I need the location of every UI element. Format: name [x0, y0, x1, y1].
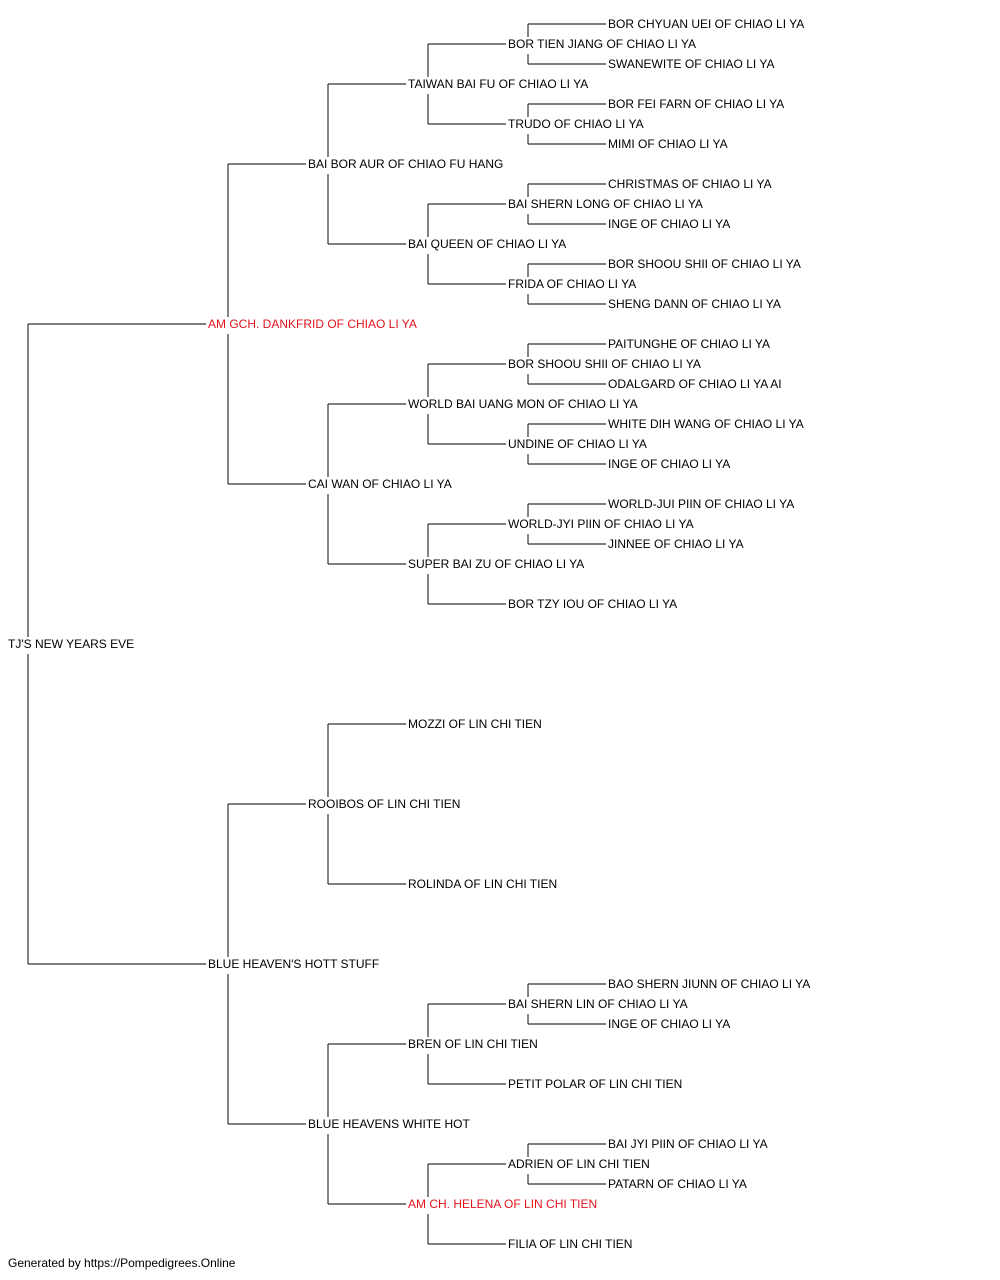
dog-name: CAI WAN OF CHIAO LI YA [308, 477, 452, 491]
dog-name: ROOIBOS OF LIN CHI TIEN [308, 797, 460, 811]
dog-name: ODALGARD OF CHIAO LI YA AI [608, 377, 782, 391]
dog-name: BAI BOR AUR OF CHIAO FU HANG [308, 157, 503, 171]
dog-name: MOZZI OF LIN CHI TIEN [408, 717, 542, 731]
dog-name: BREN OF LIN CHI TIEN [408, 1037, 538, 1051]
footer-credit: Generated by https://Pompedigrees.Online [8, 1256, 236, 1270]
dog-name: SWANEWITE OF CHIAO LI YA [608, 57, 774, 71]
dog-name: WHITE DIH WANG OF CHIAO LI YA [608, 417, 804, 431]
dog-name: ROLINDA OF LIN CHI TIEN [408, 877, 557, 891]
dog-name: BAI JYI PIIN OF CHIAO LI YA [608, 1137, 768, 1151]
dog-name: PETIT POLAR OF LIN CHI TIEN [508, 1077, 682, 1091]
dog-name: TRUDO OF CHIAO LI YA [508, 117, 644, 131]
dog-name: BOR FEI FARN OF CHIAO LI YA [608, 97, 784, 111]
dog-name: AM GCH. DANKFRID OF CHIAO LI YA [208, 317, 417, 331]
dog-name: INGE OF CHIAO LI YA [608, 1017, 730, 1031]
dog-name: WORLD-JUI PIIN OF CHIAO LI YA [608, 497, 794, 511]
dog-name: BAI SHERN LONG OF CHIAO LI YA [508, 197, 703, 211]
dog-name: BOR SHOOU SHII OF CHIAO LI YA [508, 357, 701, 371]
dog-names: TJ'S NEW YEARS EVE AM GCH. DANKFRID OF CH… [8, 17, 810, 1251]
dog-name: FILIA OF LIN CHI TIEN [508, 1237, 632, 1251]
dog-name: FRIDA OF CHIAO LI YA [508, 277, 636, 291]
dog-name: BAI QUEEN OF CHIAO LI YA [408, 237, 566, 251]
dog-name: MIMI OF CHIAO LI YA [608, 137, 728, 151]
dog-name: INGE OF CHIAO LI YA [608, 457, 730, 471]
dog-name: PATARN OF CHIAO LI YA [608, 1177, 747, 1191]
dog-name: BLUE HEAVEN'S HOTT STUFF [208, 957, 379, 971]
dog-name: BOR SHOOU SHII OF CHIAO LI YA [608, 257, 801, 271]
dog-name: WORLD-JYI PIIN OF CHIAO LI YA [508, 517, 694, 531]
dog-name: TJ'S NEW YEARS EVE [8, 637, 134, 651]
dog-name: SUPER BAI ZU OF CHIAO LI YA [408, 557, 584, 571]
dog-name: BOR TZY IOU OF CHIAO LI YA [508, 597, 677, 611]
dog-name: AM CH. HELENA OF LIN CHI TIEN [408, 1197, 597, 1211]
dog-name: SHENG DANN OF CHIAO LI YA [608, 297, 781, 311]
dog-name: BAO SHERN JIUNN OF CHIAO LI YA [608, 977, 810, 991]
dog-name: BAI SHERN LIN OF CHIAO LI YA [508, 997, 688, 1011]
dog-name: JINNEE OF CHIAO LI YA [608, 537, 744, 551]
connector-lines [27, 23, 606, 1245]
dog-name: TAIWAN BAI FU OF CHIAO LI YA [408, 77, 588, 91]
dog-name: ADRIEN OF LIN CHI TIEN [508, 1157, 650, 1171]
dog-name: PAITUNGHE OF CHIAO LI YA [608, 337, 770, 351]
dog-name: BOR TIEN JIANG OF CHIAO LI YA [508, 37, 696, 51]
dog-name: INGE OF CHIAO LI YA [608, 217, 730, 231]
dog-name: BLUE HEAVENS WHITE HOT [308, 1117, 470, 1131]
dog-name: BOR CHYUAN UEI OF CHIAO LI YA [608, 17, 804, 31]
dog-name: WORLD BAI UANG MON OF CHIAO LI YA [408, 397, 638, 411]
dog-name: UNDINE OF CHIAO LI YA [508, 437, 647, 451]
dog-name: CHRISTMAS OF CHIAO LI YA [608, 177, 772, 191]
